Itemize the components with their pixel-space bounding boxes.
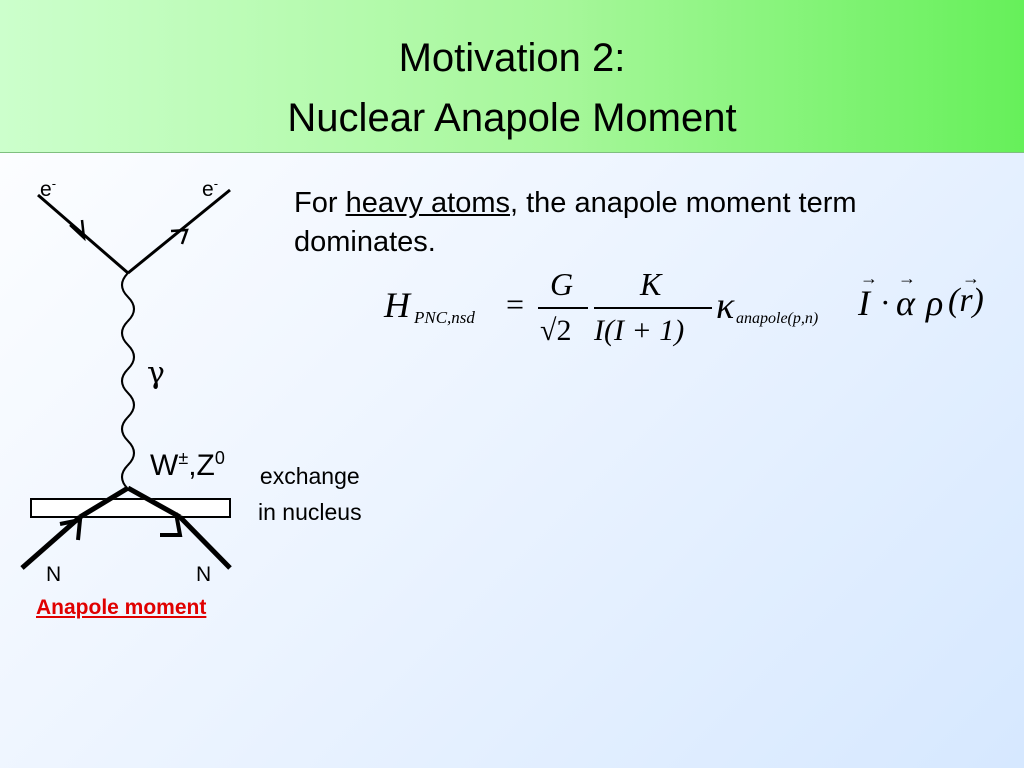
photon-wavy-line bbox=[121, 272, 135, 490]
heavy-atoms-link[interactable]: heavy atoms bbox=[345, 187, 510, 219]
exchange-label: exchange in nucleus bbox=[258, 458, 362, 530]
diagram-caption: Anapole moment bbox=[36, 596, 207, 619]
nucleon-out-label: N bbox=[196, 563, 212, 586]
formula-kappa-subscript: anapole(p,n) bbox=[736, 310, 819, 327]
formula-kappa: κ bbox=[716, 285, 735, 327]
formula-K: K bbox=[640, 266, 662, 302]
formula-G: G bbox=[550, 266, 574, 302]
incoming-electron-arrow bbox=[69, 219, 86, 242]
incoming-nucleon-arrow bbox=[59, 517, 83, 541]
outgoing-nucleon-line-upper bbox=[126, 485, 182, 520]
hamiltonian-formula: H PNC,nsd = G √2 K I(I + 1) κ anapole(p,… bbox=[380, 262, 1000, 362]
formula-alpha-vector: →α bbox=[896, 268, 916, 323]
formula-H: H bbox=[384, 285, 410, 325]
formula-fraction-bar-1 bbox=[538, 307, 588, 309]
formula-rho: ρ bbox=[926, 283, 944, 323]
electron-in-label: e- bbox=[40, 176, 57, 201]
formula-denominator: I(I + 1) bbox=[594, 314, 685, 347]
outgoing-electron-arrow bbox=[170, 228, 189, 245]
outgoing-nucleon-line bbox=[178, 515, 232, 570]
formula-fraction-bar-2 bbox=[594, 307, 712, 309]
incoming-nucleon-line-upper bbox=[78, 485, 130, 520]
slide-title-line-2: Nuclear Anapole Moment bbox=[287, 96, 737, 140]
formula-r-vector: →(r) bbox=[948, 268, 984, 319]
formula-I-vector: →I bbox=[858, 268, 878, 323]
nucleus-bar bbox=[30, 498, 231, 518]
formula-sqrt2: √2 bbox=[540, 314, 572, 347]
slide-title-line-1: Motivation 2: bbox=[398, 36, 626, 80]
formula-dot: · bbox=[880, 284, 891, 320]
formula-H-subscript: PNC,nsd bbox=[414, 308, 475, 327]
feynman-diagram bbox=[20, 188, 232, 570]
formula-equals: = bbox=[506, 286, 525, 322]
nucleon-in-label: N bbox=[46, 563, 62, 586]
outgoing-nucleon-arrow bbox=[160, 512, 183, 537]
slide-header: Motivation 2: Nuclear Anapole Moment bbox=[0, 0, 1024, 153]
photon-label: γ bbox=[147, 356, 165, 391]
electron-out-label: e- bbox=[202, 176, 219, 201]
incoming-nucleon-line bbox=[20, 515, 82, 570]
exchange-label-line-1: exchange bbox=[259, 463, 360, 489]
body-text: For heavy atoms, the anapole moment term… bbox=[294, 187, 857, 258]
boson-label: W±,Z0 bbox=[150, 448, 225, 482]
exchange-label-line-2: in nucleus bbox=[258, 499, 362, 525]
